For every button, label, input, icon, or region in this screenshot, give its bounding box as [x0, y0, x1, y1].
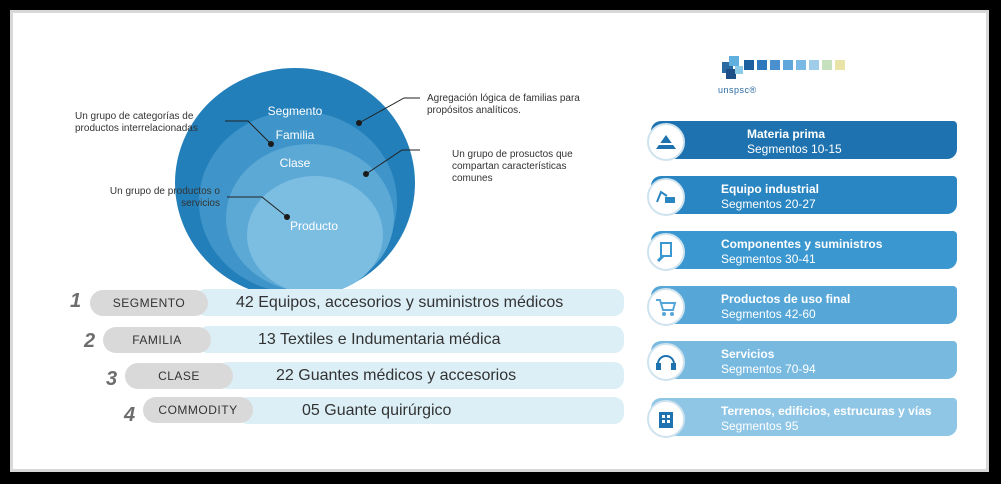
- row-value-bar: 22 Guantes médicos y accesorios: [218, 362, 624, 389]
- category-materia-prima: Materia prima Segmentos 10-15: [647, 121, 957, 161]
- row-value-bar: 13 Textiles e Indumentaria médica: [198, 326, 624, 353]
- category-range: Segmentos 30-41: [721, 252, 816, 266]
- row-value-bar: 05 Guante quirúrgico: [238, 397, 624, 424]
- category-productos: Productos de uso final Segmentos 42-60: [647, 286, 957, 326]
- category-title: Materia prima: [747, 127, 826, 141]
- excavator-icon: [647, 178, 685, 216]
- pyramid-icon: [647, 123, 685, 161]
- category-range: Segmentos 20-27: [721, 197, 816, 211]
- clase-label: Clase: [279, 156, 311, 170]
- segmento-description: Agregación lógica de familias para propó…: [427, 93, 580, 116]
- row-number: 3: [106, 368, 118, 390]
- cart-icon: [647, 288, 685, 326]
- producto-label: Producto: [289, 219, 339, 233]
- category-title: Productos de uso final: [721, 292, 851, 306]
- logo-mark: [722, 56, 845, 79]
- segmento-dot: [356, 120, 362, 126]
- magnifier-icon: [647, 233, 685, 271]
- category-range: Segmentos 10-15: [747, 142, 842, 156]
- producto-description: Un grupo de productos o servicios: [109, 186, 220, 209]
- category-title: Componentes y suministros: [721, 237, 883, 251]
- clase-dot: [363, 171, 369, 177]
- category-title: Equipo industrial: [721, 182, 819, 196]
- row-tag: FAMILIA: [103, 327, 211, 353]
- clase-description: Un grupo de prosuctos que compartan cara…: [452, 149, 573, 184]
- familia-description: Un grupo de categorías de productos inte…: [75, 111, 198, 134]
- category-range: Segmentos 95: [721, 419, 799, 433]
- category-title: Servicios: [721, 347, 775, 361]
- row-number: 2: [84, 330, 96, 352]
- producto-circle: [247, 176, 383, 294]
- category-title: Terrenos, edificios, estrucuras y vías: [721, 404, 932, 418]
- category-componentes: Componentes y suministros Segmentos 30-4…: [647, 231, 957, 271]
- category-servicios: Servicios Segmentos 70-94: [647, 341, 957, 381]
- segmento-label: Segmento: [267, 104, 323, 118]
- producto-dot: [284, 214, 290, 220]
- category-range: Segmentos 42-60: [721, 307, 816, 321]
- familia-dot: [268, 141, 274, 147]
- row-tag: COMMODITY: [143, 397, 253, 423]
- row-number: 4: [124, 404, 136, 426]
- category-equipo-industrial: Equipo industrial Segmentos 20-27: [647, 176, 957, 216]
- unspsc-logo: [720, 52, 900, 91]
- category-terrenos: Terrenos, edificios, estrucuras y vías S…: [647, 398, 957, 438]
- row-value-bar: 42 Equipos, accesorios y suministros méd…: [196, 289, 624, 316]
- familia-label: Familia: [275, 128, 315, 142]
- logo-text: unspsc®: [718, 85, 757, 95]
- building-icon: [647, 400, 685, 438]
- row-number: 1: [70, 290, 82, 312]
- category-range: Segmentos 70-94: [721, 362, 816, 376]
- row-tag: CLASE: [125, 363, 233, 389]
- row-tag: SEGMENTO: [90, 290, 208, 316]
- headset-icon: [647, 343, 685, 381]
